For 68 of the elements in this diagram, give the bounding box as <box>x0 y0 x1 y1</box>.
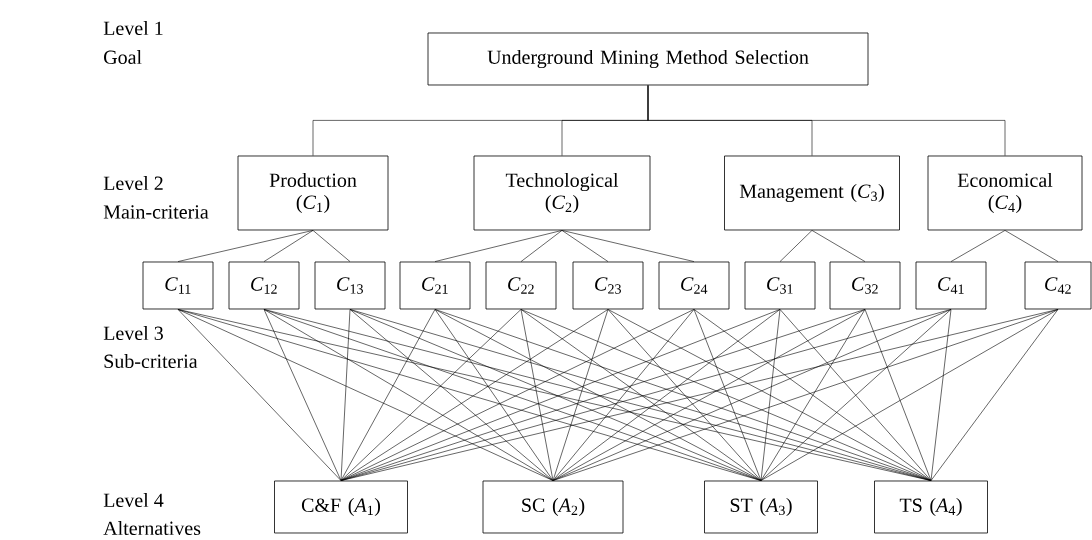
alternative-box: C&F (A$_{1}$) <box>274 480 408 534</box>
criterion-box: Economical (C$_{4}$) <box>927 155 1083 231</box>
level-label: Sub-criteria <box>104 353 198 368</box>
connector-line <box>434 230 563 262</box>
connector-line <box>760 309 781 481</box>
connector-line <box>552 309 609 481</box>
connector-line <box>177 230 314 262</box>
connector-line <box>760 309 1059 481</box>
connector-line <box>552 309 866 481</box>
level-label: Goal <box>104 49 142 65</box>
connector-line <box>552 309 1059 481</box>
connector-line <box>779 309 932 481</box>
connector-line <box>811 230 866 262</box>
connector-line <box>760 309 866 481</box>
connector-line <box>434 309 554 481</box>
sub-criterion-box: C$_{23}$ <box>572 261 644 310</box>
connector-line <box>177 309 342 481</box>
sub-criterion-box: C$_{32}$ <box>829 261 901 310</box>
connector-line <box>552 309 781 481</box>
connector-line <box>779 230 813 262</box>
connector-line <box>950 230 1006 262</box>
sub-criterion-box: C$_{41}$ <box>915 261 987 310</box>
connector-line <box>930 309 1059 481</box>
sub-criterion-box: C$_{13}$ <box>314 261 386 310</box>
connector-line <box>340 309 609 481</box>
connector-line <box>263 309 342 481</box>
connector-line <box>340 309 522 481</box>
sub-criterion-box: C$_{42}$ <box>1024 261 1092 310</box>
connector-line <box>693 309 762 481</box>
sub-criterion-box: C$_{31}$ <box>744 261 816 310</box>
connector-line <box>520 309 554 481</box>
level-label: Level 2 <box>103 175 163 190</box>
sub-criterion-box: C$_{12}$ <box>228 261 300 310</box>
connector-line <box>520 309 762 481</box>
connector-line <box>607 309 932 481</box>
connector-line <box>552 309 695 481</box>
connector-line <box>349 309 554 481</box>
connector-line <box>340 309 351 481</box>
level-label: Main-criteria <box>103 205 209 219</box>
connector-line <box>312 230 351 262</box>
connector-line <box>693 309 932 481</box>
connector-line <box>561 230 609 262</box>
goal-box: Underground Mining Method Selection <box>427 32 869 86</box>
connector-line <box>864 309 932 481</box>
connector-line <box>760 309 952 481</box>
connector-line <box>1004 230 1059 262</box>
connector-line <box>930 309 952 481</box>
sub-criterion-box: C$_{21}$ <box>399 261 471 310</box>
sub-criterion-box: C$_{22}$ <box>485 261 557 310</box>
level-label: Level 1 <box>103 20 163 36</box>
criterion-box: Technological (C$_{2}$) <box>473 155 651 231</box>
connector-line <box>647 85 1006 156</box>
level-label: Alternatives <box>103 520 201 535</box>
level-label: Level 4 <box>103 492 164 507</box>
alternative-box: ST (A$_{3}$) <box>704 480 818 534</box>
alternative-box: SC (A$_{2}$) <box>482 480 624 534</box>
criterion-box: Production (C$_{1}$) <box>237 155 389 231</box>
connector-line <box>561 230 695 262</box>
connector-line <box>340 309 436 481</box>
connector-line <box>607 309 762 481</box>
alternative-box: TS (A$_{4}$) <box>874 480 988 534</box>
sub-criterion-box: C$_{24}$ <box>658 261 730 310</box>
connector-line <box>520 230 563 262</box>
connector-line <box>263 230 314 262</box>
level-label: Level 3 <box>103 325 163 340</box>
criterion-box: Management (C$_{3}$) <box>724 155 900 231</box>
connector-line <box>263 309 554 481</box>
sub-criterion-box: C$_{11}$ <box>142 261 214 310</box>
